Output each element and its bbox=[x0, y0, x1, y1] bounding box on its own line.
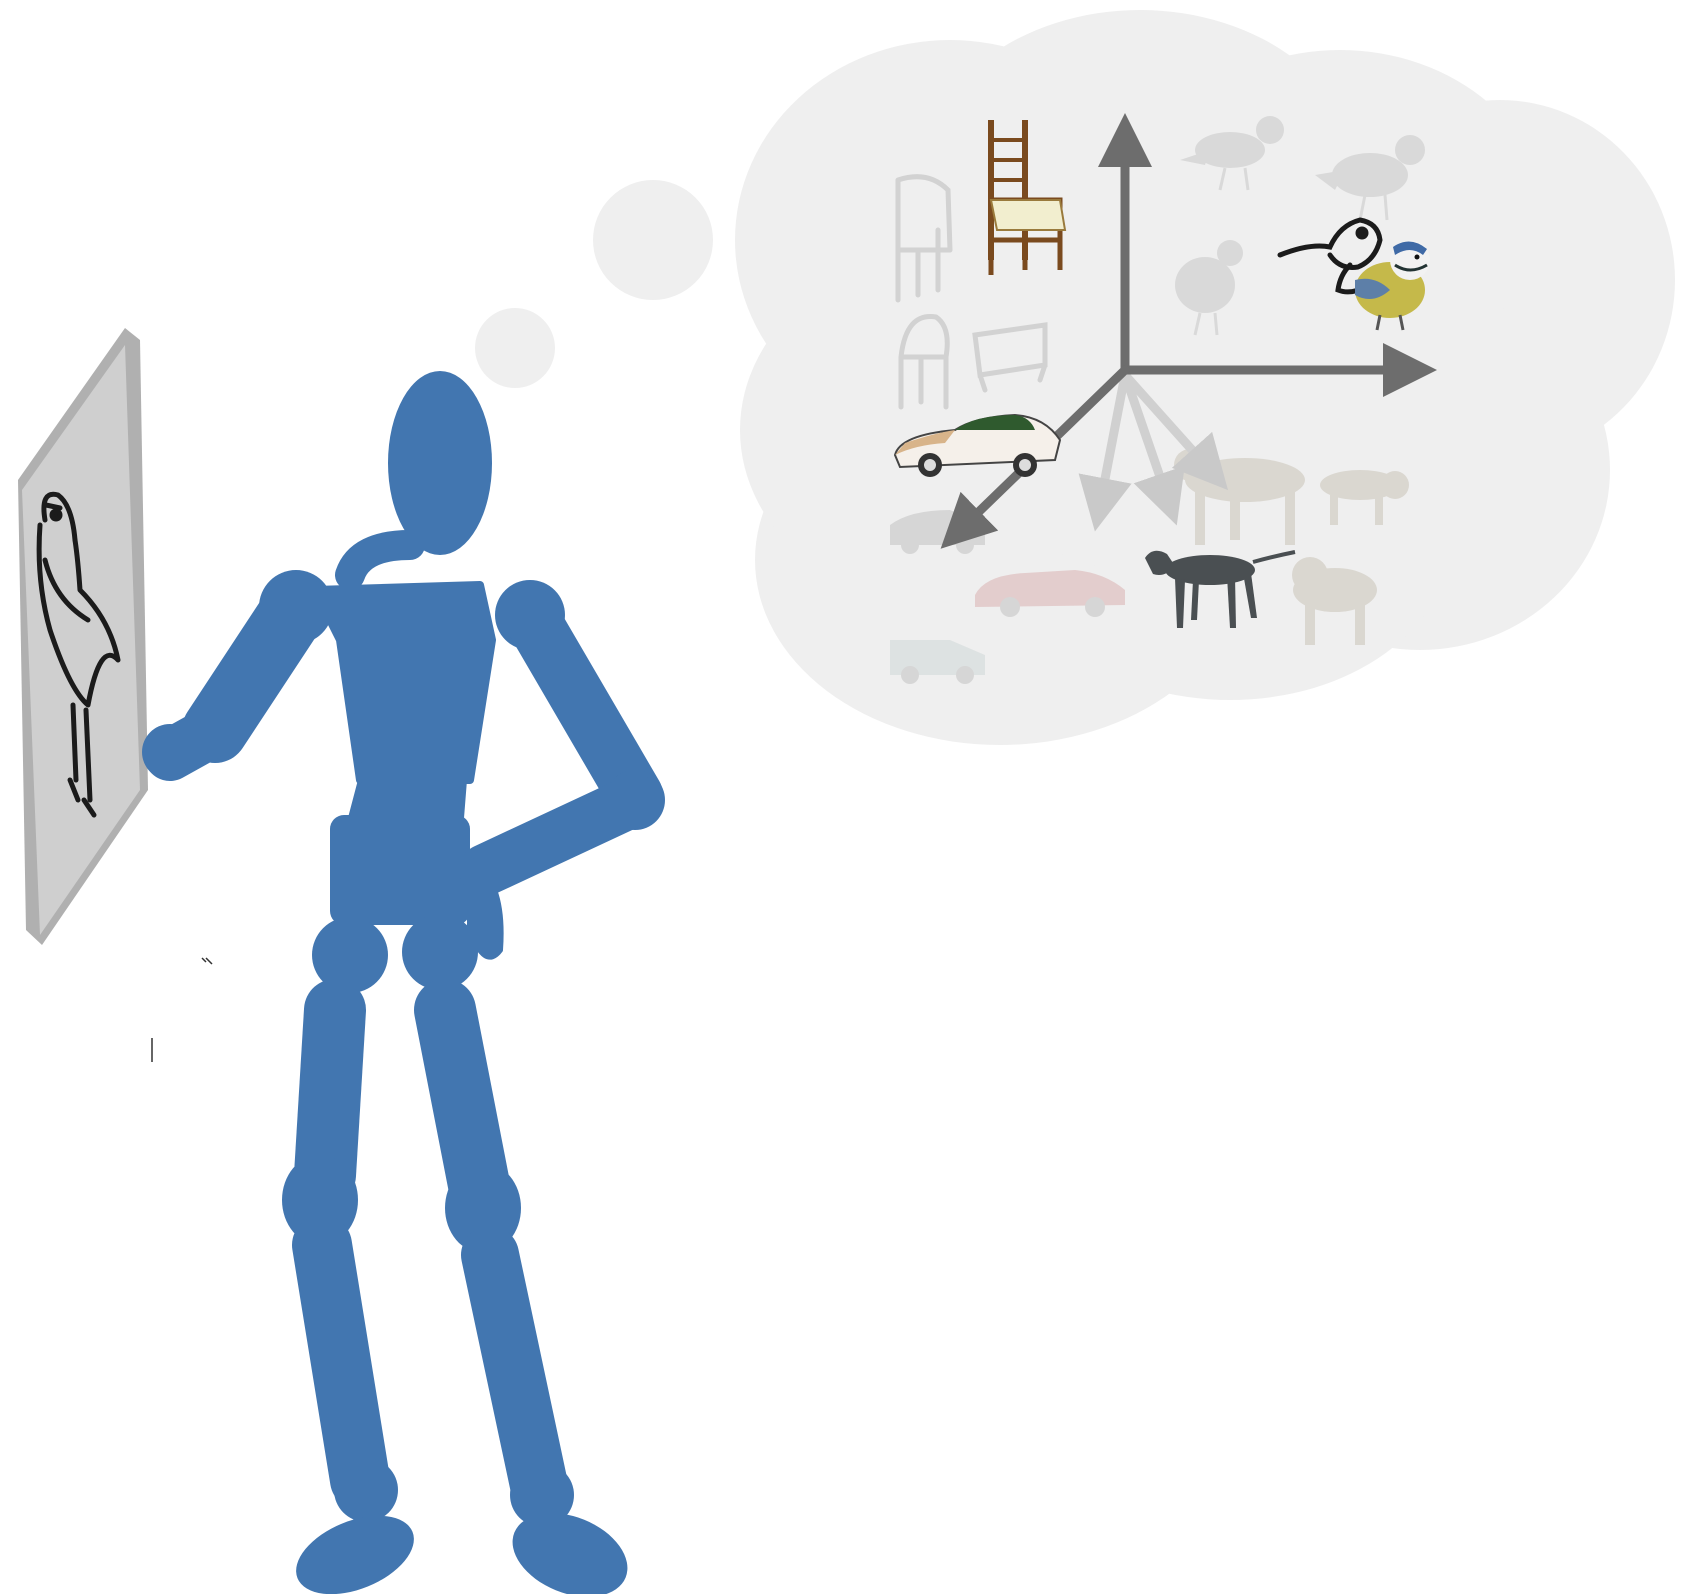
mannequin-left-ankle bbox=[334, 1458, 398, 1522]
mannequin-left-thigh bbox=[325, 1010, 335, 1175]
blue-mannequin bbox=[142, 371, 665, 1594]
mannequin-left-hand bbox=[142, 724, 198, 780]
mannequin-right-thigh bbox=[445, 1010, 480, 1190]
thought-bubble bbox=[475, 10, 1675, 745]
mannequin-neck bbox=[350, 545, 410, 575]
mannequin-right-shin bbox=[490, 1255, 540, 1490]
mannequin-right-hip bbox=[402, 914, 478, 990]
mannequin-right-forearm bbox=[485, 800, 635, 870]
thought-bubble-medium-circle bbox=[593, 180, 713, 300]
thought-cloud bbox=[735, 10, 1675, 745]
mannequin-head bbox=[388, 371, 492, 555]
sketch-board bbox=[18, 328, 148, 945]
mannequin-left-shin bbox=[322, 1245, 360, 1480]
thought-bubble-small-circle bbox=[475, 308, 555, 388]
mannequin-pelvis bbox=[330, 815, 470, 925]
mannequin-waist bbox=[350, 780, 465, 818]
mannequin-torso bbox=[315, 585, 492, 780]
stray-marks bbox=[152, 958, 212, 1062]
mannequin-right-upper-arm bbox=[530, 615, 635, 795]
